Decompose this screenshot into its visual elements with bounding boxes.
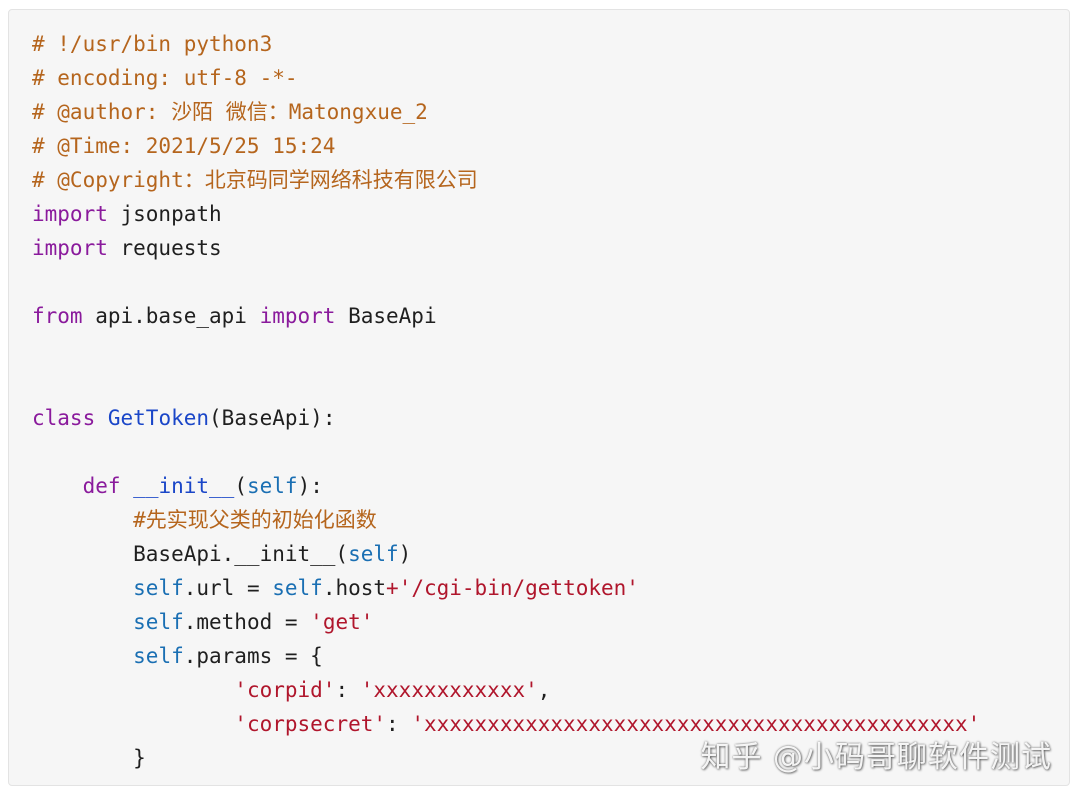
code-line: BaseApi.__init__(self) (32, 537, 1069, 571)
code-token-plain: .method = (183, 610, 311, 634)
code-token-self: self (133, 610, 184, 634)
code-token-plain (32, 508, 133, 532)
code-token-op: + (386, 576, 399, 600)
code-token-plain (95, 406, 108, 430)
code-line: # @Time: 2021/5/25 15:24 (32, 129, 1069, 163)
code-token-self: self (133, 644, 184, 668)
code-token-kw: import (32, 236, 108, 260)
code-line: #先实现父类的初始化函数 (32, 503, 1069, 537)
code-line: # @Copyright：北京码同学网络科技有限公司 (32, 163, 1069, 197)
code-token-plain: , (537, 678, 551, 702)
code-token-self: self (133, 576, 184, 600)
code-token-plain (32, 678, 234, 702)
code-token-self: self (348, 542, 399, 566)
code-line: # !/usr/bin python3 (32, 27, 1069, 61)
code-token-self: self (272, 576, 323, 600)
code-line: from api.base_api import BaseApi (32, 299, 1069, 333)
code-token-str: 'xxxxxxxxxxxxxxxxxxxxxxxxxxxxxxxxxxxxxxx… (411, 712, 981, 736)
code-token-class: __init__ (133, 474, 235, 498)
code-token-plain: api.base_api (82, 304, 260, 328)
code-block: # !/usr/bin python3 # encoding: utf-8 -*-… (8, 9, 1070, 786)
code-line: } (32, 741, 1069, 775)
code-line: # @author: 沙陌 微信：Matongxue_2 (32, 95, 1069, 129)
code-line (32, 435, 1069, 469)
code-token-str: 'xxxxxxxxxxxx' (360, 678, 538, 702)
code-token-plain: } (32, 746, 146, 770)
code-line: 'corpid': 'xxxxxxxxxxxx', (32, 673, 1069, 707)
code-line (32, 367, 1069, 401)
code-token-plain: .host (322, 576, 387, 600)
code-token-kw: import (259, 304, 336, 328)
code-line: self.params = { (32, 639, 1069, 673)
code-token-plain (32, 610, 133, 634)
code-line (32, 265, 1069, 299)
code-token-comment: #先实现父类的初始化函数 (133, 508, 377, 532)
code-line (32, 333, 1069, 367)
code-line: self.method = 'get' (32, 605, 1069, 639)
code-token-plain: jsonpath (107, 202, 222, 226)
code-token-plain: .params = { (183, 644, 323, 668)
code-token-kw: def (82, 474, 121, 498)
code-line: 'corpsecret': 'xxxxxxxxxxxxxxxxxxxxxxxxx… (32, 707, 1069, 741)
code-line: def __init__(self): (32, 469, 1069, 503)
code-token-kw: from (32, 304, 83, 328)
code-token-str: '/cgi-bin/gettoken' (398, 576, 639, 600)
code-token-comment: # @Time: 2021/5/25 15:24 (32, 134, 336, 158)
code-token-plain: (BaseApi): (209, 406, 336, 430)
code-line: self.url = self.host+'/cgi-bin/gettoken' (32, 571, 1069, 605)
code-token-plain (32, 474, 83, 498)
code-token-plain: ) (398, 542, 412, 566)
code-token-plain: BaseApi (335, 304, 437, 328)
code-token-plain: .url = (183, 576, 273, 600)
code-line: # encoding: utf-8 -*- (32, 61, 1069, 95)
code-line: class GetToken(BaseApi): (32, 401, 1069, 435)
code-token-plain: : (386, 712, 412, 736)
code-token-plain: : (335, 678, 361, 702)
code-token-plain (32, 712, 234, 736)
code-token-plain: requests (107, 236, 222, 260)
code-token-plain: ): (297, 474, 323, 498)
code-token-class: GetToken (107, 406, 210, 430)
code-token-plain: ( (234, 474, 247, 498)
code-token-str: 'get' (310, 610, 374, 634)
code-token-plain: BaseApi.__init__( (32, 542, 349, 566)
code-token-kw: class (32, 406, 96, 430)
code-token-plain (32, 644, 133, 668)
code-token-plain (121, 474, 134, 498)
watermark: 知乎 @小码哥聊软件测试 (700, 740, 1052, 775)
code-token-str: 'corpid' (234, 678, 336, 702)
code-line: import jsonpath (32, 197, 1069, 231)
code-token-kw: import (32, 202, 108, 226)
code-token-comment: # @author: 沙陌 微信：Matongxue_2 (32, 100, 428, 124)
code-line: import requests (32, 231, 1069, 265)
code-token-str: 'corpsecret' (234, 712, 387, 736)
code-token-plain (32, 576, 133, 600)
code-token-self: self (246, 474, 298, 498)
code-token-comment: # !/usr/bin python3 (32, 32, 273, 56)
code-token-comment: # encoding: utf-8 -*- (32, 66, 298, 90)
code-token-comment: # @Copyright：北京码同学网络科技有限公司 (32, 168, 478, 192)
